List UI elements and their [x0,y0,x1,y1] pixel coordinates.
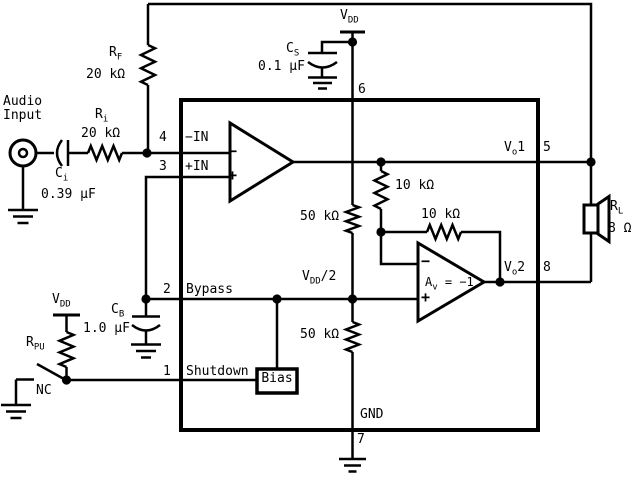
speaker-cone-icon [596,193,611,245]
switch-lever-icon [36,362,65,381]
ci-ref-label: Ci [55,166,69,184]
rpu-ref-label: RPU [26,335,45,353]
vdd-left-label: VDD [52,292,71,310]
nc-label: NC [36,383,52,398]
r10-feedback-value-label: 10 kΩ [421,207,461,222]
rf-value-label: 20 kΩ [86,67,126,82]
ci-value-label: 0.39 µF [41,187,96,202]
rf-resistor-icon [138,43,158,87]
opamp1-icon [228,120,296,204]
gnd-label: GND [360,407,384,422]
switch-contact-wire [14,378,34,404]
pin3-number: 3 [159,159,167,174]
ri-resistor-icon [86,142,124,164]
r10-feedback-resistor-icon [425,221,463,243]
r10-vertical-resistor-icon [371,169,391,211]
rl-value-label: 8 Ω [608,221,632,236]
ri-value-label: 20 kΩ [81,126,121,141]
ic-outline [179,98,540,432]
r10f-wire [461,230,502,282]
pin8-number: 8 [543,260,551,275]
cs-wire [320,40,353,53]
ground-icon [8,208,38,225]
audio-input-center-pin-icon [17,147,29,159]
junction-dots [61,37,596,385]
pin1-name-label: Shutdown [186,364,249,379]
audio-input-connector-icon [8,138,38,168]
rl-ref-label: RL [610,199,624,217]
opamp2-minus-sign: − [421,252,431,270]
pin4-number: 4 [159,130,167,145]
r50-top-value-label: 50 kΩ [300,209,340,224]
r50-top-resistor-icon [342,203,363,235]
pin5-number: 5 [543,140,551,155]
pin7-number: 7 [357,432,365,447]
pos-in-wire [144,175,230,299]
rf-ref-label: RF [109,45,123,63]
feedback-loop-wire [148,2,593,205]
opamp2-minus-wire [379,232,418,266]
pin2-name-label: Bypass [186,282,233,297]
ground-icon [308,76,337,90]
cs-capacitor-curved-plate-icon [307,60,338,69]
speaker-icon [582,203,600,235]
audio-input-label: Audio Input [3,94,43,123]
cs-value-label: 0.1 µF [258,59,305,74]
vo2-label: Vo2 [504,260,526,278]
ground-icon [131,343,161,359]
pin1-number: 1 [163,364,171,379]
opamp2-plus-sign: + [421,288,431,306]
r50-bottom-resistor-icon [342,320,363,354]
rpu-resistor-icon [56,330,77,369]
vdd-half-label: VDD/2 [302,269,337,287]
opamp1-minus-sign: − [228,142,238,160]
cb-value-label: 1.0 µF [83,321,130,336]
cb-ref-label: CB [111,302,125,320]
pin4-name-label: −IN [185,130,209,145]
ci-capacitor-curved-plate-icon [55,139,64,167]
r50-bottom-value-label: 50 kΩ [300,327,340,342]
ri-ref-label: Ri [95,107,109,125]
pin6-number: 6 [358,82,366,97]
pin2-number: 2 [163,282,171,297]
pin3-name-label: +IN [185,159,209,174]
vdd-top-label: VDD [340,8,359,26]
bias-block-label: Bias [261,371,293,386]
ground-icon [339,457,366,473]
opamp2-gain-label: Av = −1 [425,275,474,293]
vo1-label: Vo1 [504,140,526,158]
opamp2-icon [416,240,487,324]
opamp1-plus-sign: + [228,166,238,184]
ground-icon [1,403,31,420]
cb-capacitor-curved-plate-icon [131,323,161,332]
bias-block-icon [255,367,299,395]
r10-vertical-value-label: 10 kΩ [395,178,435,193]
cs-ref-label: CS [286,41,300,59]
